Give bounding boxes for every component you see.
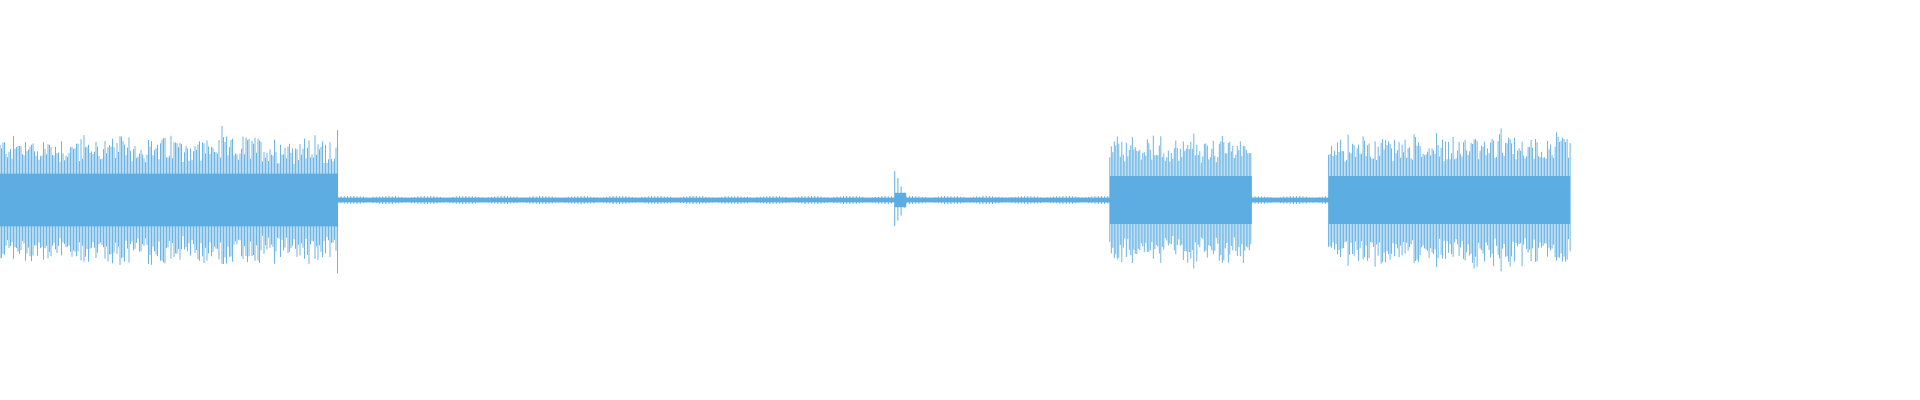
waveform-loud-segment-2	[1109, 133, 1252, 269]
waveform-transient-click	[894, 171, 907, 226]
